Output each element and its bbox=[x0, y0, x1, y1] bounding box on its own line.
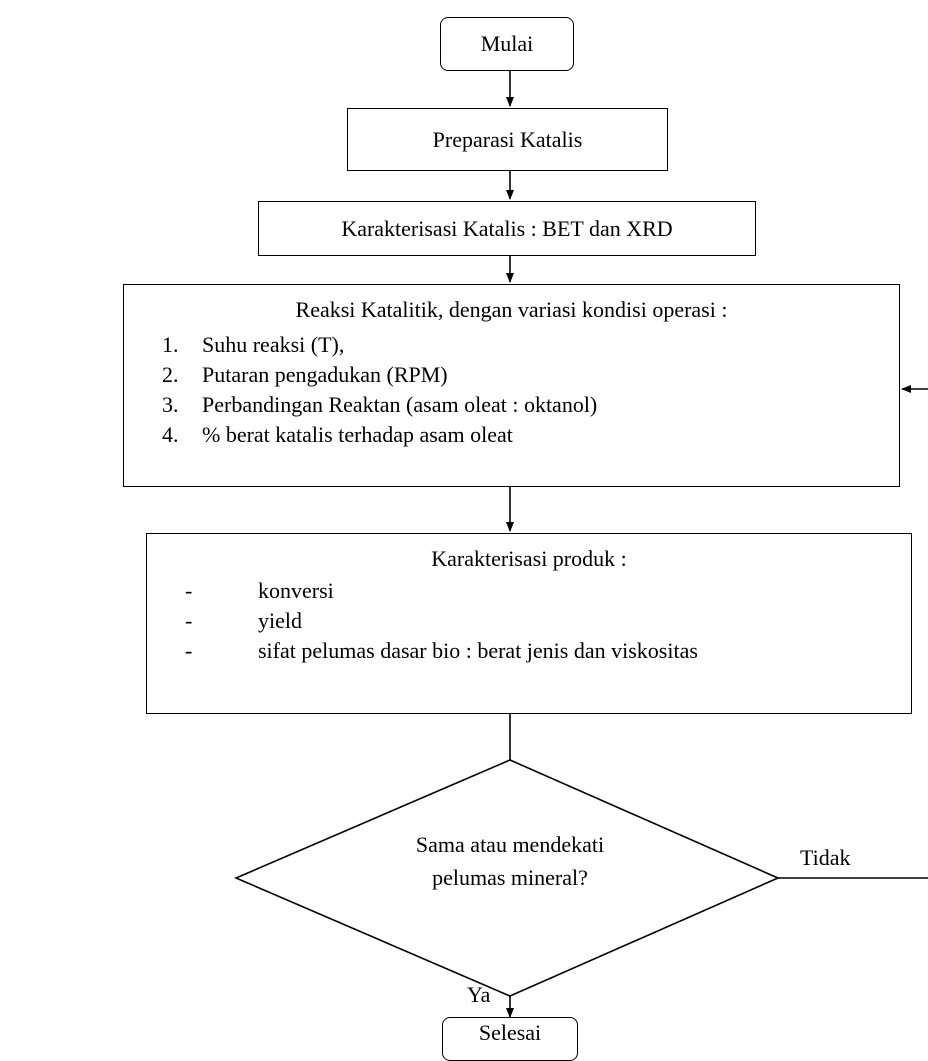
yes-branch-label: Ya bbox=[467, 982, 491, 1007]
end-node: Selesai bbox=[442, 1017, 578, 1061]
decision-question-line2: pelumas mineral? bbox=[432, 865, 588, 890]
start-node: Mulai bbox=[440, 17, 574, 71]
list-item: 2.Putaran pengadukan (RPM) bbox=[162, 362, 448, 387]
list-item: -sifat pelumas dasar bio : berat jenis d… bbox=[185, 638, 698, 663]
connector-lines bbox=[233, 71, 928, 1018]
catalyst-characterization-step: Karakterisasi Katalis : BET dan XRD bbox=[258, 201, 756, 256]
catalytic-reaction-step: Reaksi Katalitik, dengan variasi kondisi… bbox=[123, 284, 900, 487]
operating-variables-list: 1.Suhu reaksi (T), 2.Putaran pengadukan … bbox=[162, 330, 597, 450]
list-item: 4.% berat katalis terhadap asam oleat bbox=[162, 422, 513, 447]
product-step-title: Karakterisasi produk : bbox=[431, 546, 627, 571]
list-item: -yield bbox=[185, 608, 302, 633]
reaction-step-title: Reaksi Katalitik, dengan variasi kondisi… bbox=[295, 297, 728, 322]
list-item: -konversi bbox=[185, 578, 334, 603]
no-branch-label: Tidak bbox=[800, 845, 851, 870]
list-item: 1.Suhu reaksi (T), bbox=[162, 332, 345, 357]
product-properties-list: -konversi -yield -sifat pelumas dasar bi… bbox=[185, 576, 698, 666]
decision-question-line1: Sama atau mendekati bbox=[415, 832, 605, 857]
list-item: 3.Perbandingan Reaktan (asam oleat : okt… bbox=[162, 392, 598, 417]
product-characterization-step: Karakterisasi produk : -konversi -yield … bbox=[146, 533, 912, 714]
catalyst-preparation-step: Preparasi Katalis bbox=[347, 108, 668, 171]
